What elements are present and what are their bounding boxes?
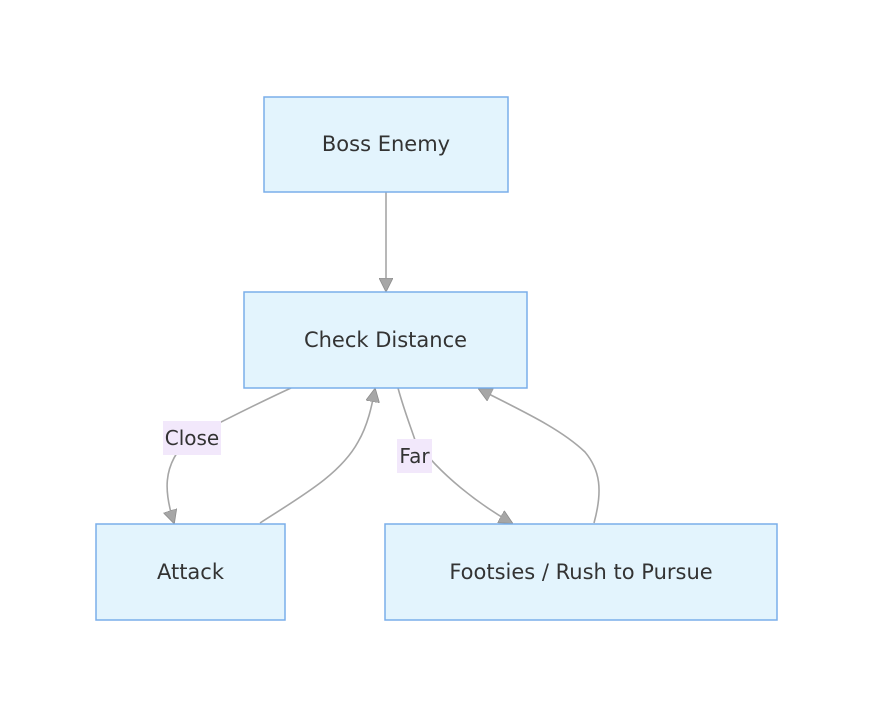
edge-check-to-attack (167, 387, 292, 523)
node-boss-enemy-label: Boss Enemy (322, 132, 450, 156)
edge-footsies-to-check (479, 389, 600, 524)
node-boss-enemy: Boss Enemy (263, 96, 509, 193)
node-check-distance-label: Check Distance (304, 328, 467, 352)
edge-attack-to-check (259, 389, 375, 524)
far-label: Far (399, 444, 430, 468)
edge-label-far: Far (397, 439, 432, 473)
close-label: Close (165, 426, 219, 450)
node-footsies: Footsies / Rush to Pursue (384, 523, 778, 621)
node-check-distance: Check Distance (243, 291, 528, 389)
node-footsies-label: Footsies / Rush to Pursue (449, 560, 712, 584)
edge-label-close: Close (163, 421, 221, 455)
node-attack: Attack (95, 523, 286, 621)
node-attack-label: Attack (157, 560, 225, 584)
